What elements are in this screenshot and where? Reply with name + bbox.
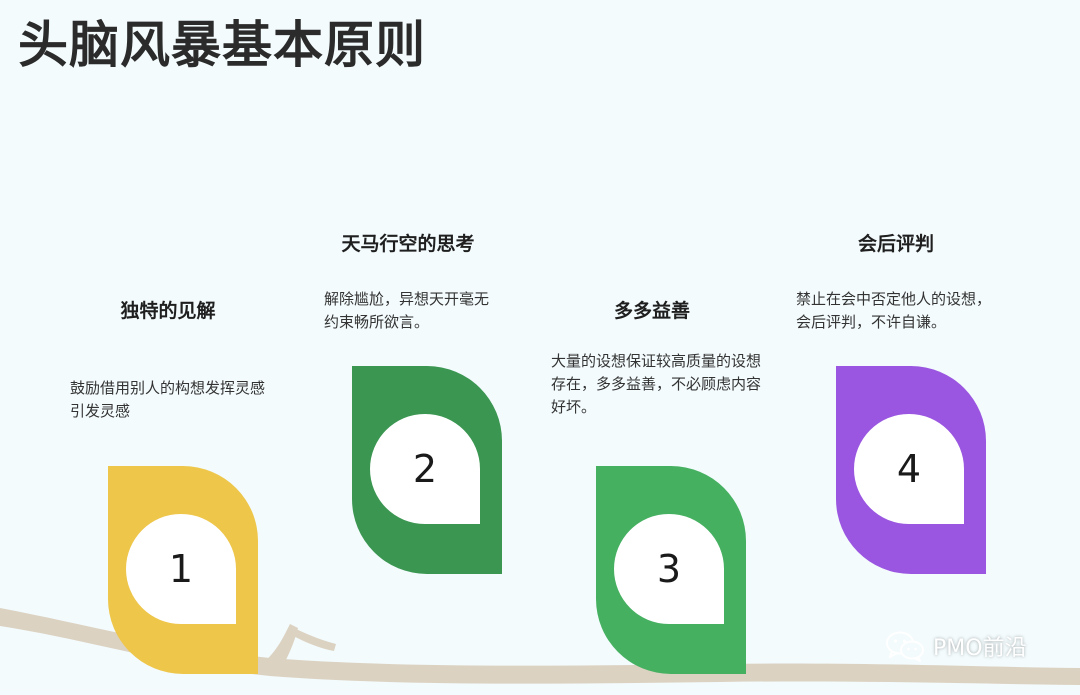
wechat-icon [886,631,924,662]
principle-1-description: 鼓励借用别人的构想发挥灵感引发灵感 [70,379,266,420]
principle-4-description: 禁止在会中否定他人的设想，会后评判，不许自谦。 [796,290,992,331]
principle-1-heading: 独特的见解 [120,300,216,322]
principle-3-leaf: 3 [596,466,746,674]
principle-3-heading: 多多益善 [613,300,691,322]
principle-1-leaf: 1 [108,466,258,674]
principle-3-number-badge: 3 [614,514,724,624]
principle-1-number: 1 [168,547,194,591]
principle-4-number-badge: 4 [854,414,964,524]
principle-2-number: 2 [412,447,438,491]
principle-4-number: 4 [896,447,922,491]
principle-2-heading: 天马行空的思考 [341,233,475,255]
watermark: PMO前沿 [885,630,1027,662]
watermark-text: PMO前沿 [933,636,1027,661]
principle-2-number-badge: 2 [370,414,480,524]
principle-4-heading: 会后评判 [857,233,935,255]
principle-3-description: 大量的设想保证较高质量的设想存在，多多益善，不必顾虑内容好坏。 [551,352,762,416]
principle-1-number-badge: 1 [126,514,236,624]
principle-2-description: 解除尴尬，异想天开毫无约束畅所欲言。 [324,290,490,331]
principle-2-leaf: 2 [352,366,502,574]
principle-4-leaf: 4 [836,366,986,574]
principle-3-number: 3 [656,547,682,591]
page-title: 头脑风暴基本原则 [18,16,426,74]
